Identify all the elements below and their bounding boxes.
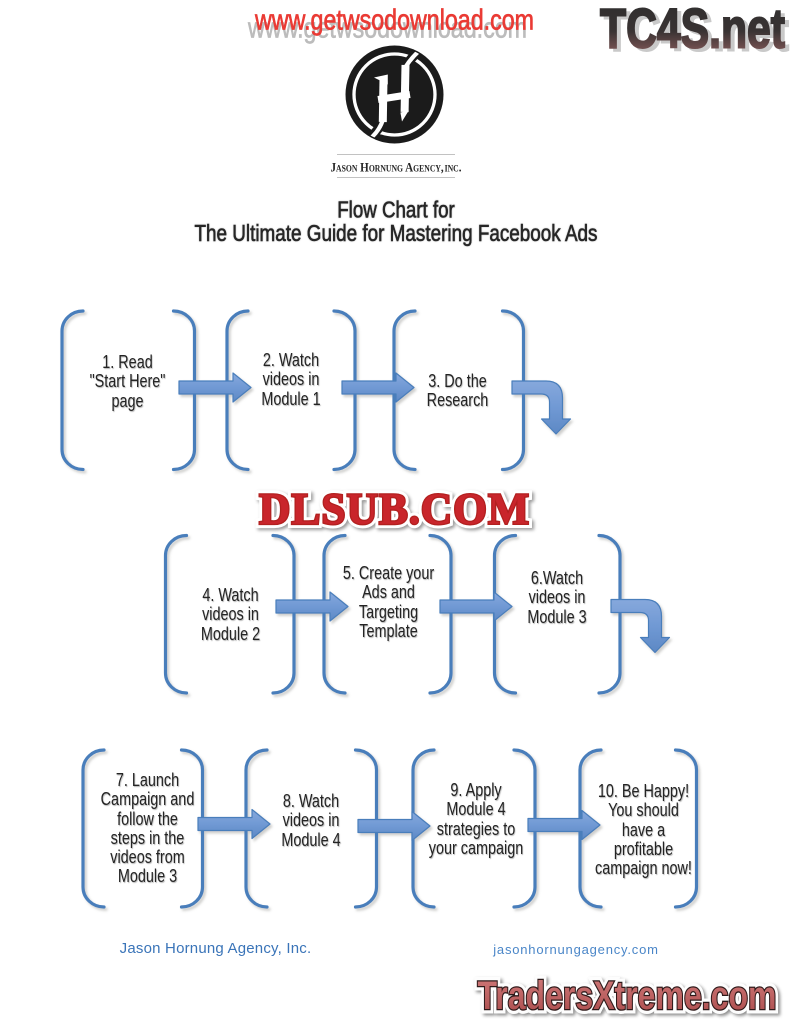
svg-text:TradersXtreme.com: TradersXtreme.com: [478, 974, 777, 1018]
svg-text:DLSUB.COM: DLSUB.COM: [259, 485, 530, 534]
svg-text:TradersXtreme.com: TradersXtreme.com: [478, 974, 777, 1018]
svg-text:The Ultimate Guide for Masteri: The Ultimate Guide for Mastering Faceboo…: [195, 220, 598, 246]
svg-text:www.getwsodownload.com: www.getwsodownload.com: [254, 4, 534, 36]
svg-text:Jason Hornung Agency, inc.: Jason Hornung Agency, inc.: [331, 159, 462, 174]
svg-text:DLSUB.COM: DLSUB.COM: [259, 485, 530, 534]
svg-text:TC4S.net: TC4S.net: [604, 0, 789, 63]
svg-text:www.getwsodownload.com: www.getwsodownload.com: [247, 12, 527, 44]
svg-text:Flow Chart for: Flow Chart for: [337, 196, 455, 222]
svg-text:TC4S.net: TC4S.net: [600, 0, 785, 60]
